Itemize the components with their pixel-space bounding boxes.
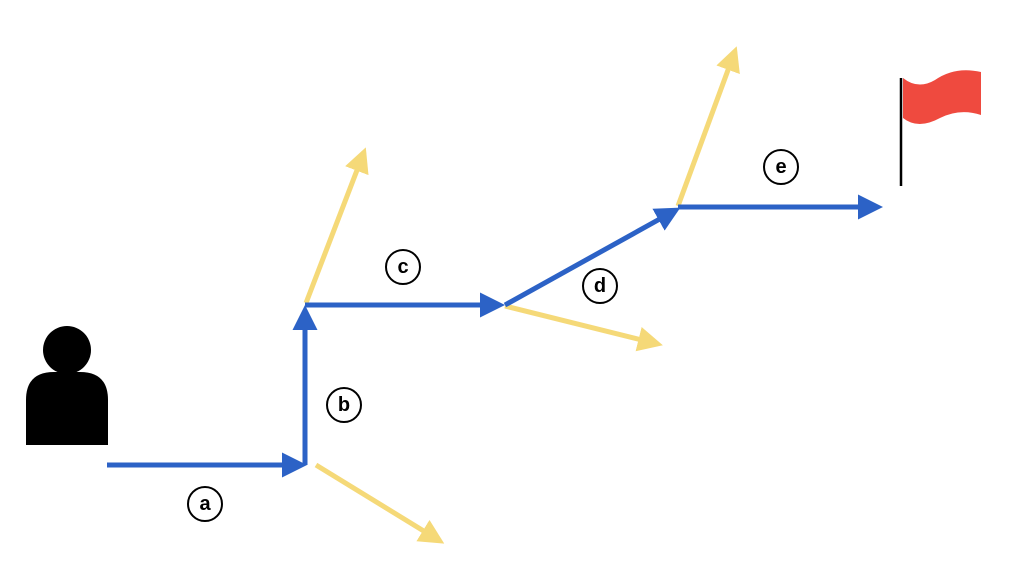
- step-label-e: e: [763, 149, 799, 185]
- step-label-c: c: [385, 249, 421, 285]
- person-icon: [26, 326, 108, 445]
- path-arrow-d: [503, 207, 681, 308]
- deviation-arrow-2: [303, 147, 369, 304]
- step-label-b: b: [326, 387, 362, 423]
- deviation-arrow-3: [504, 303, 663, 352]
- step-label-d: d: [582, 268, 618, 304]
- flag-icon: [899, 70, 981, 186]
- step-label-a: a: [187, 486, 223, 522]
- deviation-arrow-4: [675, 46, 740, 207]
- deviation-arrow-1: [314, 462, 445, 544]
